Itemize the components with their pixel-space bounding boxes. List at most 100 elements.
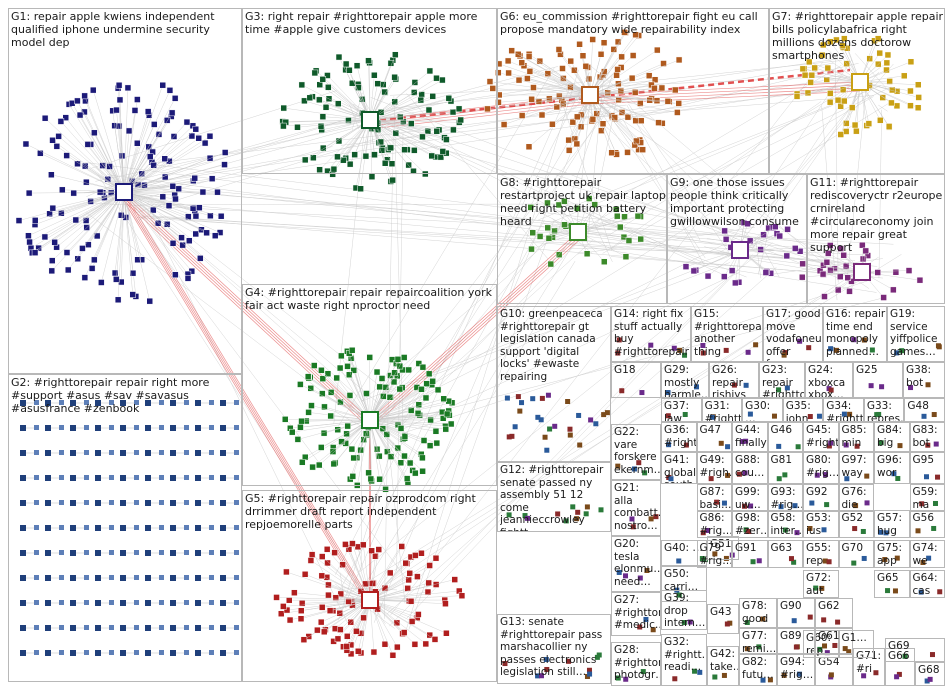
group-g19[interactable]: G19: service yiffpolice games… — [887, 306, 945, 362]
group-g63[interactable]: G63 — [767, 540, 803, 568]
group-g85[interactable]: G85: min — [838, 422, 874, 452]
group-g34[interactable]: G34: #rightt… legisla… — [823, 398, 864, 422]
group-g80[interactable]: G80: #rig… — [803, 452, 839, 484]
group-g32[interactable]: G32: #rightt… readi… — [661, 634, 707, 686]
group-g24[interactable]: G24: xboxca xbox… — [805, 362, 853, 398]
group-g18[interactable]: G18 — [611, 362, 661, 398]
edge — [123, 191, 221, 233]
group-g41[interactable]: G41: global south… — [661, 452, 697, 484]
group-g7[interactable]: G7: #righttorepair apple repair bills po… — [769, 8, 945, 174]
group-g47[interactable]: G47 — [696, 422, 732, 452]
group-g77[interactable]: G77: remi… — [739, 628, 777, 654]
group-g10[interactable]: G10: greenpeaceca #righttorepair gt legi… — [497, 306, 611, 462]
group-g55[interactable]: G55: rep — [803, 540, 839, 568]
group-g30[interactable]: G30: … — [742, 398, 783, 422]
group-g93[interactable]: G93: #rig… — [767, 484, 803, 512]
group-g40[interactable]: G40: … — [661, 540, 707, 566]
node — [565, 147, 573, 154]
group-g49[interactable]: G49: #righ… — [696, 452, 732, 484]
group-g45[interactable]: G45: #rightt… — [803, 422, 839, 452]
group-g38[interactable]: G38: bot — [903, 362, 945, 398]
group-g53[interactable]: G53: ius — [803, 510, 839, 538]
group-g25[interactable]: G25 — [853, 362, 903, 398]
group-g52[interactable]: G52 — [838, 510, 874, 538]
group-g74[interactable]: G74: we — [909, 540, 945, 568]
group-g15[interactable]: G15: #righttorepair another thing consum… — [691, 306, 763, 362]
group-g11[interactable]: G11: #righttorepair rediscoveryctr r2eur… — [807, 174, 945, 304]
group-g14[interactable]: G14: right fix stuff actually buy #right… — [611, 306, 691, 362]
node — [924, 474, 930, 480]
group-g89[interactable]: G89 — [777, 628, 815, 654]
group-g95[interactable]: G95 — [909, 452, 945, 484]
group-g92[interactable]: G92 — [803, 484, 839, 512]
group-label: G20: tesla elonmu… need… — [614, 538, 660, 588]
group-g84[interactable]: G84: big — [874, 422, 910, 452]
group-g79[interactable]: G79: #rig… — [696, 540, 732, 568]
group-g31[interactable]: G31: #rightt… friendl… — [701, 398, 743, 422]
group-g82[interactable]: G82: futu… — [739, 654, 777, 686]
group-g1[interactable]: G1: repair apple kwiens independent qual… — [8, 8, 242, 374]
group-g9[interactable]: G9: one those issues people think critic… — [667, 174, 807, 304]
group-g64[interactable]: G64: cas — [909, 570, 945, 598]
group-g81[interactable]: G81 — [767, 452, 803, 484]
node — [362, 152, 370, 160]
group-g91[interactable]: G91 — [732, 540, 768, 568]
group-g22[interactable]: G22: vare forskere ekernm… — [611, 424, 661, 480]
group-g3[interactable]: G3: right repair #righttorepair apple mo… — [242, 8, 497, 174]
group-g17[interactable]: G17: good move vodafoneuk offer free… — [763, 306, 823, 362]
group-g42[interactable]: G42: take… — [707, 646, 739, 686]
group-g72[interactable]: G72: aut — [803, 570, 839, 598]
group-g57[interactable]: G57: hug — [874, 510, 910, 538]
group-g70[interactable]: G70 — [838, 540, 874, 568]
group-g68[interactable]: G68 — [915, 662, 945, 686]
group-g6[interactable]: G6: eu_commission #righttorepair fight e… — [497, 8, 769, 174]
group-g54[interactable]: G54 — [815, 654, 853, 686]
group-g8[interactable]: G8: #righttorepair restartproject uk rep… — [497, 174, 667, 304]
group-g83[interactable]: G83: bot — [909, 422, 945, 452]
group-g87[interactable]: G87: basi… — [696, 484, 732, 512]
group-g33[interactable]: G33: repres… tom — [863, 398, 905, 422]
group-g88[interactable]: G88: cou… — [732, 452, 768, 484]
group-g44[interactable]: G44: finally… — [732, 422, 768, 452]
group-g58[interactable]: G58: inter… — [767, 510, 803, 538]
group-g2[interactable]: G2: #righttorepair repair right more #su… — [8, 374, 242, 682]
group-g46[interactable]: G46 — [767, 422, 803, 452]
group-g13[interactable]: G13: senate #righttorepair pass marshaco… — [497, 614, 611, 684]
group-g26[interactable]: G26: repair rishiys — [709, 362, 759, 398]
group-g27[interactable]: G27: #righttorepair #medic… — [611, 592, 661, 636]
group-g43[interactable]: G43 — [707, 604, 739, 634]
group-g99[interactable]: G99: uw… — [732, 484, 768, 512]
group-g37[interactable]: G37: law called — [661, 398, 702, 422]
group-g94[interactable]: G94: #rig… — [777, 654, 815, 686]
node — [530, 396, 536, 402]
group-g75[interactable]: G75: app — [874, 540, 910, 568]
group-g50[interactable]: G50: carri… — [661, 566, 707, 602]
group-g59[interactable]: G59: ma — [909, 484, 945, 512]
group-g51[interactable]: G51 — [707, 536, 739, 560]
group-g76[interactable]: G76: die — [838, 484, 874, 512]
group-g96[interactable]: G96: wor — [874, 452, 910, 484]
edge — [310, 560, 371, 601]
group-g4[interactable]: G4: #righttorepair repair repaircoalitio… — [242, 284, 497, 486]
group-g86[interactable]: G86: #rig… — [696, 510, 732, 538]
group-g35[interactable]: G35: john deere — [782, 398, 824, 422]
group-g20[interactable]: G20: tesla elonmu… need… — [611, 536, 661, 592]
group-g100[interactable]: G1… — [838, 630, 874, 658]
group-g90[interactable]: G90 — [777, 598, 815, 628]
group-g56[interactable]: G56 — [909, 510, 945, 538]
group-g97[interactable]: G97: way — [838, 452, 874, 484]
group-g23[interactable]: G23: repair #rightto… — [759, 362, 805, 398]
group-g5[interactable]: G5: #righttorepair repair ozprodcom righ… — [242, 490, 497, 682]
group-g48[interactable]: G48 — [904, 398, 945, 422]
group-g62[interactable]: G62 — [815, 598, 853, 628]
group-g78[interactable]: G78: good — [739, 598, 777, 628]
group-g69[interactable]: G69 — [885, 638, 945, 662]
group-g21[interactable]: G21: alla combatt… nostro… — [611, 480, 661, 536]
group-g98[interactable]: G98: #zer… — [732, 510, 768, 538]
group-g29[interactable]: G29: mostly harmle… — [661, 362, 709, 398]
group-g16[interactable]: G16: repair time end monopoly planned… — [823, 306, 887, 362]
group-g12[interactable]: G12: #righttorepair senate passed ny ass… — [497, 462, 611, 532]
group-g28[interactable]: G28: #righttorepair photogr… — [611, 642, 661, 686]
group-g65[interactable]: G65 — [874, 570, 910, 598]
group-g36[interactable]: G36: #right… — [661, 422, 697, 452]
